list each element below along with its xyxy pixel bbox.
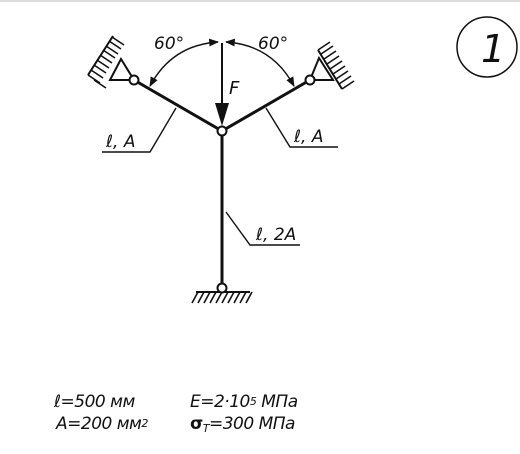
left-support <box>87 35 136 89</box>
bottom-support <box>191 291 253 304</box>
problem-number: 1 <box>481 27 505 71</box>
rod-right-label: ℓ, A <box>293 127 323 147</box>
angle-arc-right <box>225 38 295 87</box>
problem-number-circle <box>456 16 518 78</box>
force-label: F <box>229 78 240 99</box>
rod-left-label: ℓ, A <box>105 132 135 152</box>
rod-vertical-label: ℓ, 2A <box>255 225 296 245</box>
hinge-right <box>304 74 316 86</box>
leader-vertical <box>225 211 300 246</box>
rod-left <box>133 78 223 133</box>
angle-label-right: 60° <box>258 34 288 54</box>
rod-right <box>221 78 311 133</box>
hinge-bottom <box>216 282 228 294</box>
right-support <box>308 41 355 90</box>
leader-right <box>265 107 338 148</box>
hinge-center <box>216 125 228 137</box>
leader-left <box>102 107 177 153</box>
angle-arc-left <box>149 38 219 87</box>
angle-label-left: 60° <box>154 34 184 54</box>
hinge-left <box>128 74 140 86</box>
force-arrow <box>215 43 229 126</box>
